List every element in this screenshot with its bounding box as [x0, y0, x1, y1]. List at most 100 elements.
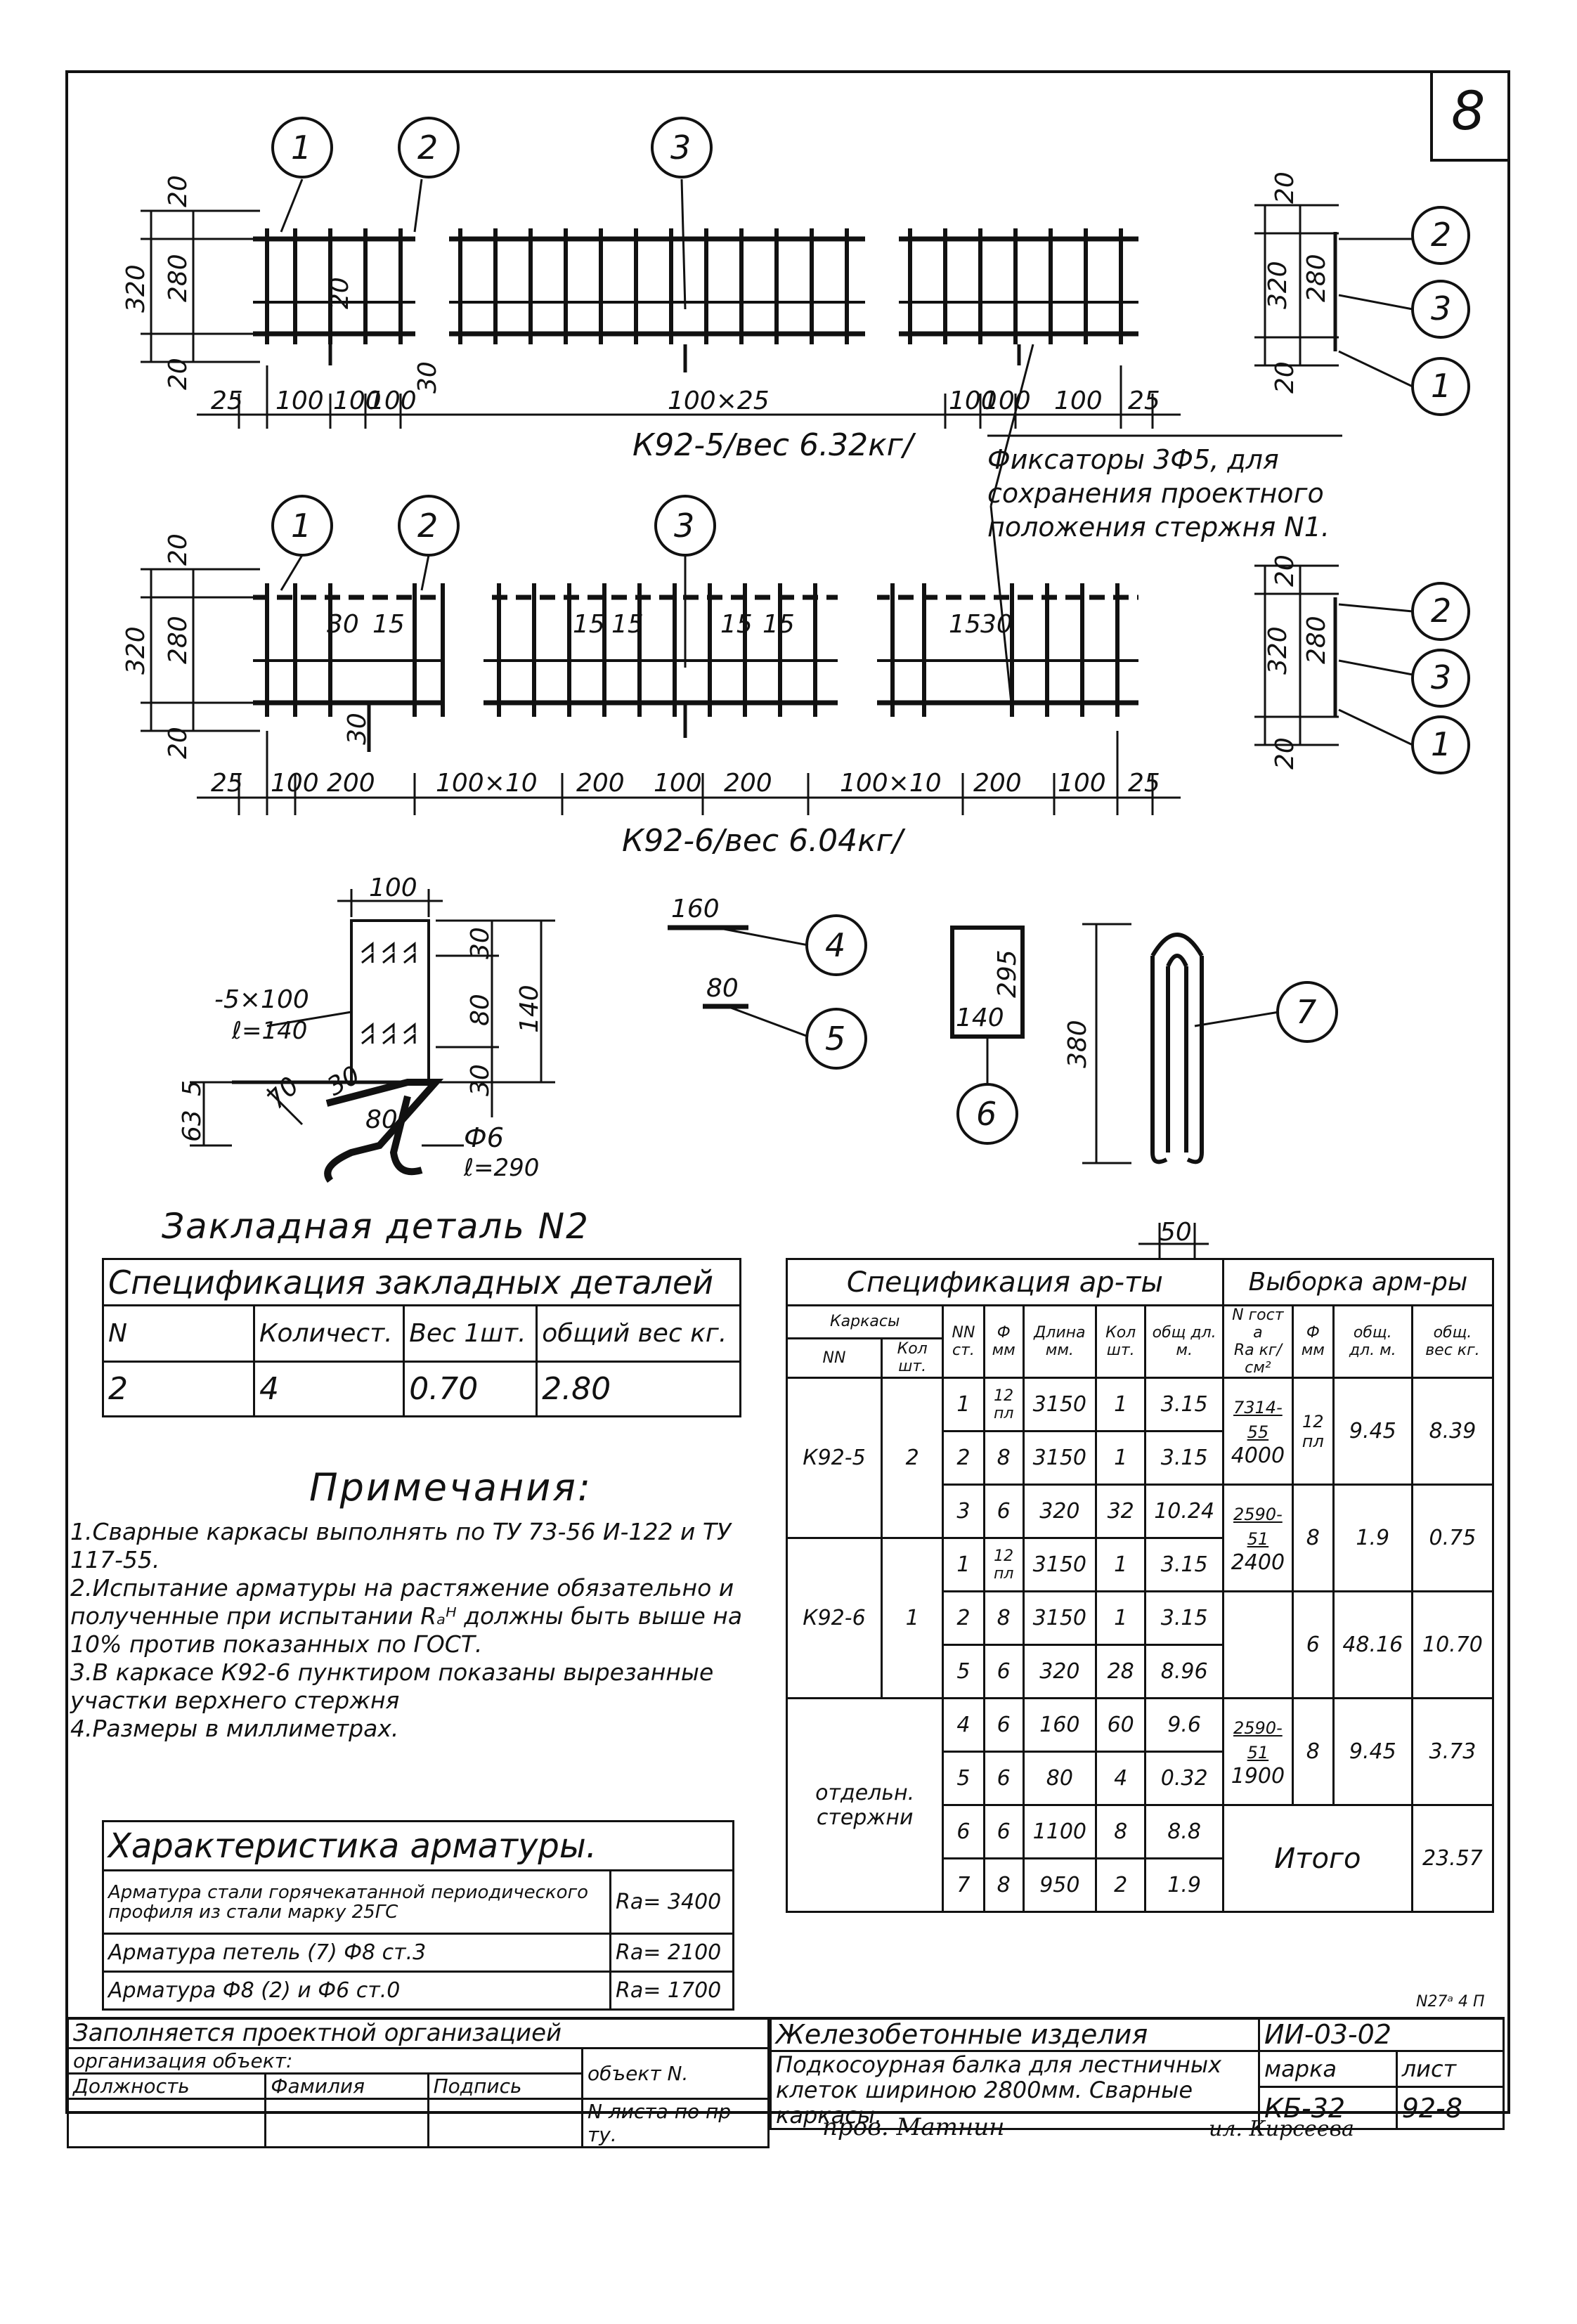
rebar-spec-table: Спецификация ар-ты Выборка арм-ры Каркас…	[785, 1258, 1495, 1913]
rs-cell: 1100	[1022, 1804, 1097, 1859]
embedded-spec-table: Спецификация закладных деталей N Количес…	[102, 1258, 741, 1417]
rs-cell: 4	[942, 1697, 985, 1753]
embedded-spec-title: Спецификация закладных деталей	[102, 1258, 741, 1306]
f1-sec-callout-3: 3	[1431, 290, 1451, 327]
rs-cell: 12 пл	[982, 1537, 1025, 1592]
embedded-spec-h-weight: Вес 1шт.	[403, 1304, 538, 1363]
rs-cell: 950	[1022, 1857, 1097, 1913]
rs-cell: 2	[942, 1590, 985, 1646]
detail-dim-30a: 30	[466, 927, 495, 959]
rebar-spec-ref: N27ᵃ 4 П	[1416, 1993, 1485, 2011]
rs-h-kol: Кол шт.	[880, 1337, 945, 1380]
f1-bot-6: 100	[949, 387, 997, 415]
char-title: Характеристика арматуры.	[102, 1820, 734, 1871]
f2-top-1: 15	[372, 610, 405, 639]
rs-h-total: общ дл. м.	[1144, 1304, 1224, 1379]
rs-sel2-phi: 6	[1291, 1590, 1335, 1699]
f2-top-7: 30	[980, 610, 1013, 639]
f2-bot-5: 100	[654, 769, 702, 798]
embedded-spec-n: 2	[102, 1361, 255, 1417]
rs-cell: 2	[1094, 1857, 1147, 1913]
f2-callout-1: 1	[291, 507, 311, 545]
rs-cell: 8	[982, 1590, 1025, 1646]
f2-bot-6: 200	[724, 769, 772, 798]
rs-cell: 1	[1094, 1590, 1147, 1646]
rs-cell: 8.8	[1144, 1804, 1224, 1859]
rs-sel1-ra: 2400	[1231, 1550, 1285, 1575]
rebar-sel-title: Выборка арм-ры	[1221, 1258, 1495, 1306]
stamp-mark: КБ-32	[1258, 2086, 1398, 2130]
f1-callout-1: 1	[291, 129, 311, 167]
stamp-category: Железобетонные изделия	[770, 2017, 1260, 2052]
f1-bot-2: 100	[333, 387, 382, 415]
rs-sel1-len: 1.9	[1332, 1484, 1413, 1592]
detail-dim-63: 63	[178, 1110, 207, 1142]
rs-cell: 6	[982, 1751, 1025, 1806]
f2-sec-callout-3: 3	[1431, 658, 1451, 696]
fixator-note: Фиксаторы 3Ф5, для сохранения проектного…	[987, 444, 1330, 543]
rs-h-ra: Ra кг/см²	[1233, 1342, 1282, 1377]
rs-cell: 3150	[1022, 1377, 1097, 1432]
char-row1-desc: Арматура стали горячекатанной периодичес…	[102, 1869, 611, 1935]
f1-bot-1: 100	[275, 387, 324, 415]
char-row2-ra: Ra= 2100	[609, 1933, 734, 1973]
f2-bot-10: 25	[1128, 769, 1160, 798]
f2-top-0: 30	[327, 610, 359, 639]
stamp-col-position: Должность	[66, 2072, 267, 2100]
f2-bot-7: 100×10	[840, 769, 942, 798]
f1-bot-9: 25	[1128, 387, 1160, 415]
f2-sec-callout-2: 2	[1431, 592, 1451, 630]
f2-dim-total: 320	[122, 626, 150, 675]
rs-g2-name: отдельн. стержни	[785, 1697, 945, 1913]
f2-bot-1: 100	[271, 769, 319, 798]
detail-dim-80: 80	[466, 994, 495, 1026]
bar7-callout: 7	[1296, 993, 1316, 1031]
embedded-detail-title: Закладная деталь N2	[162, 1206, 590, 1247]
detail-plate-label: -5×100	[214, 985, 309, 1014]
f1-dim-total: 320	[122, 264, 150, 313]
embedded-spec-weight: 0.70	[403, 1361, 538, 1417]
f2-sec-bottom: 20	[1271, 737, 1299, 770]
rs-sel0-w: 8.39	[1410, 1377, 1495, 1486]
rs-cell: 5	[942, 1751, 985, 1806]
rs-cell: 3.15	[1144, 1590, 1224, 1646]
stamp-obj: объект N.	[581, 2047, 770, 2100]
rs-cell: 8	[982, 1430, 1025, 1486]
stamp-right: Железобетонные изделия ИИ-03-02 Подкосоу…	[770, 2017, 1505, 2130]
signature-checker: пров. Матнин	[822, 2113, 1005, 2141]
rs-cell: 320	[1022, 1484, 1097, 1539]
rs-cell: 6	[982, 1697, 1025, 1753]
rs-h-phi2: Ф мм	[1291, 1304, 1335, 1379]
signature-executor: ил. Кирсеева	[1209, 2117, 1354, 2141]
notes-list: 1.Сварные каркасы выполнять по ТУ 73-56 …	[70, 1518, 773, 1743]
rs-cell: 28	[1094, 1644, 1147, 1699]
f2-dim-mid: 30	[343, 713, 372, 745]
rs-sel3-ra: 1900	[1231, 1764, 1285, 1789]
rs-sel0-phi: 12 пл	[1291, 1377, 1335, 1486]
char-row3-desc: Арматура Ф8 (2) и Ф6 ст.0	[102, 1971, 611, 2011]
frame-k92-5	[253, 225, 1138, 372]
rs-sel0-gost: 7314-55	[1233, 1398, 1283, 1442]
rs-h-frames: Каркасы	[785, 1304, 945, 1339]
note-4: 4.Размеры в миллиметрах.	[70, 1715, 399, 1742]
rs-sel3-w: 3.73	[1410, 1697, 1495, 1806]
rs-cell: 6	[982, 1804, 1025, 1859]
f2-top-6: 15	[949, 610, 981, 639]
rs-cell: 12 пл	[982, 1377, 1025, 1432]
bar5-callout: 5	[825, 1020, 845, 1058]
detail-dim-5: 5	[178, 1080, 207, 1096]
f1-sec-total: 320	[1264, 261, 1292, 309]
stamp-empty	[66, 2098, 267, 2148]
f2-bot-8: 200	[973, 769, 1022, 798]
rs-cell: 7	[942, 1857, 985, 1913]
f1-bot-8: 100	[1054, 387, 1103, 415]
note-3: 3.В каркасе К92-6 пунктиром показаны выр…	[70, 1658, 714, 1714]
bar7-width: 50	[1160, 1218, 1192, 1247]
embedded-spec-qty: 4	[252, 1361, 405, 1417]
detail-plate-length: ℓ=140	[232, 1017, 308, 1045]
rs-cell: 6	[982, 1644, 1025, 1699]
rs-total-label: Итого	[1221, 1804, 1413, 1913]
stamp-description: Подкосоурная балка для лестничных клеток…	[770, 2050, 1260, 2130]
